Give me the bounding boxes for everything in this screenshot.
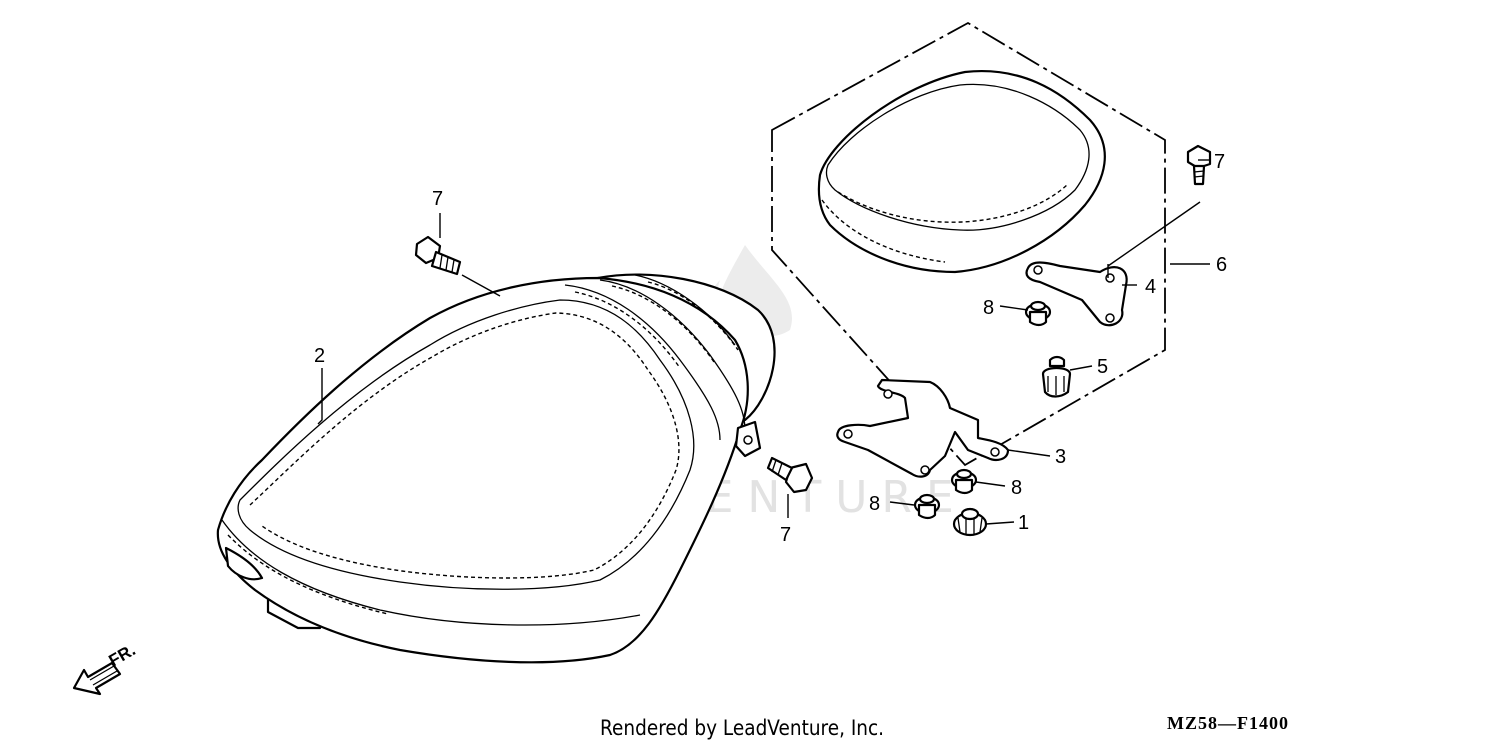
callout-5: 5: [1097, 356, 1108, 378]
callout-8-lower: 8: [869, 493, 880, 515]
callout-8-middle: 8: [1011, 477, 1022, 499]
nut-8-lower[interactable]: [913, 493, 941, 520]
bolt-7-center[interactable]: [766, 456, 814, 494]
callout-7-left: 7: [432, 188, 443, 210]
pillion-seat[interactable]: [817, 70, 1106, 274]
callout-7-right: 7: [1214, 151, 1225, 173]
arrow-down-left-icon: [72, 661, 122, 696]
pillion-seat-group-outline: [771, 21, 1166, 467]
callout-1: 1: [1018, 512, 1029, 534]
front-seat-bracket-3[interactable]: [836, 378, 1010, 478]
leader-lines: [317, 159, 1210, 525]
bolt-7-left[interactable]: [414, 235, 462, 276]
nut-8-upper[interactable]: [1024, 300, 1052, 327]
callout-labels: 1 2 3 4 5 6 7 7 7 8 8 8: [314, 151, 1227, 546]
footer-credit: Rendered by LeadVenture, Inc.: [600, 716, 885, 740]
callout-7-center: 7: [780, 524, 791, 546]
nut-8-middle[interactable]: [950, 468, 978, 495]
main-seat[interactable]: [216, 273, 776, 664]
callout-4: 4: [1145, 276, 1156, 298]
callout-2: 2: [314, 345, 325, 367]
rear-seat-bracket-4[interactable]: [1025, 261, 1128, 327]
front-direction-marker: FR.: [72, 640, 139, 696]
cushion-1[interactable]: [952, 507, 988, 537]
callout-8-upper: 8: [983, 297, 994, 319]
diagram-code: MZ58—F1400: [1167, 713, 1289, 733]
cushion-5[interactable]: [1041, 355, 1072, 398]
bolt-7-right[interactable]: [1186, 144, 1212, 186]
callout-6: 6: [1216, 254, 1227, 276]
callout-3: 3: [1055, 446, 1066, 468]
